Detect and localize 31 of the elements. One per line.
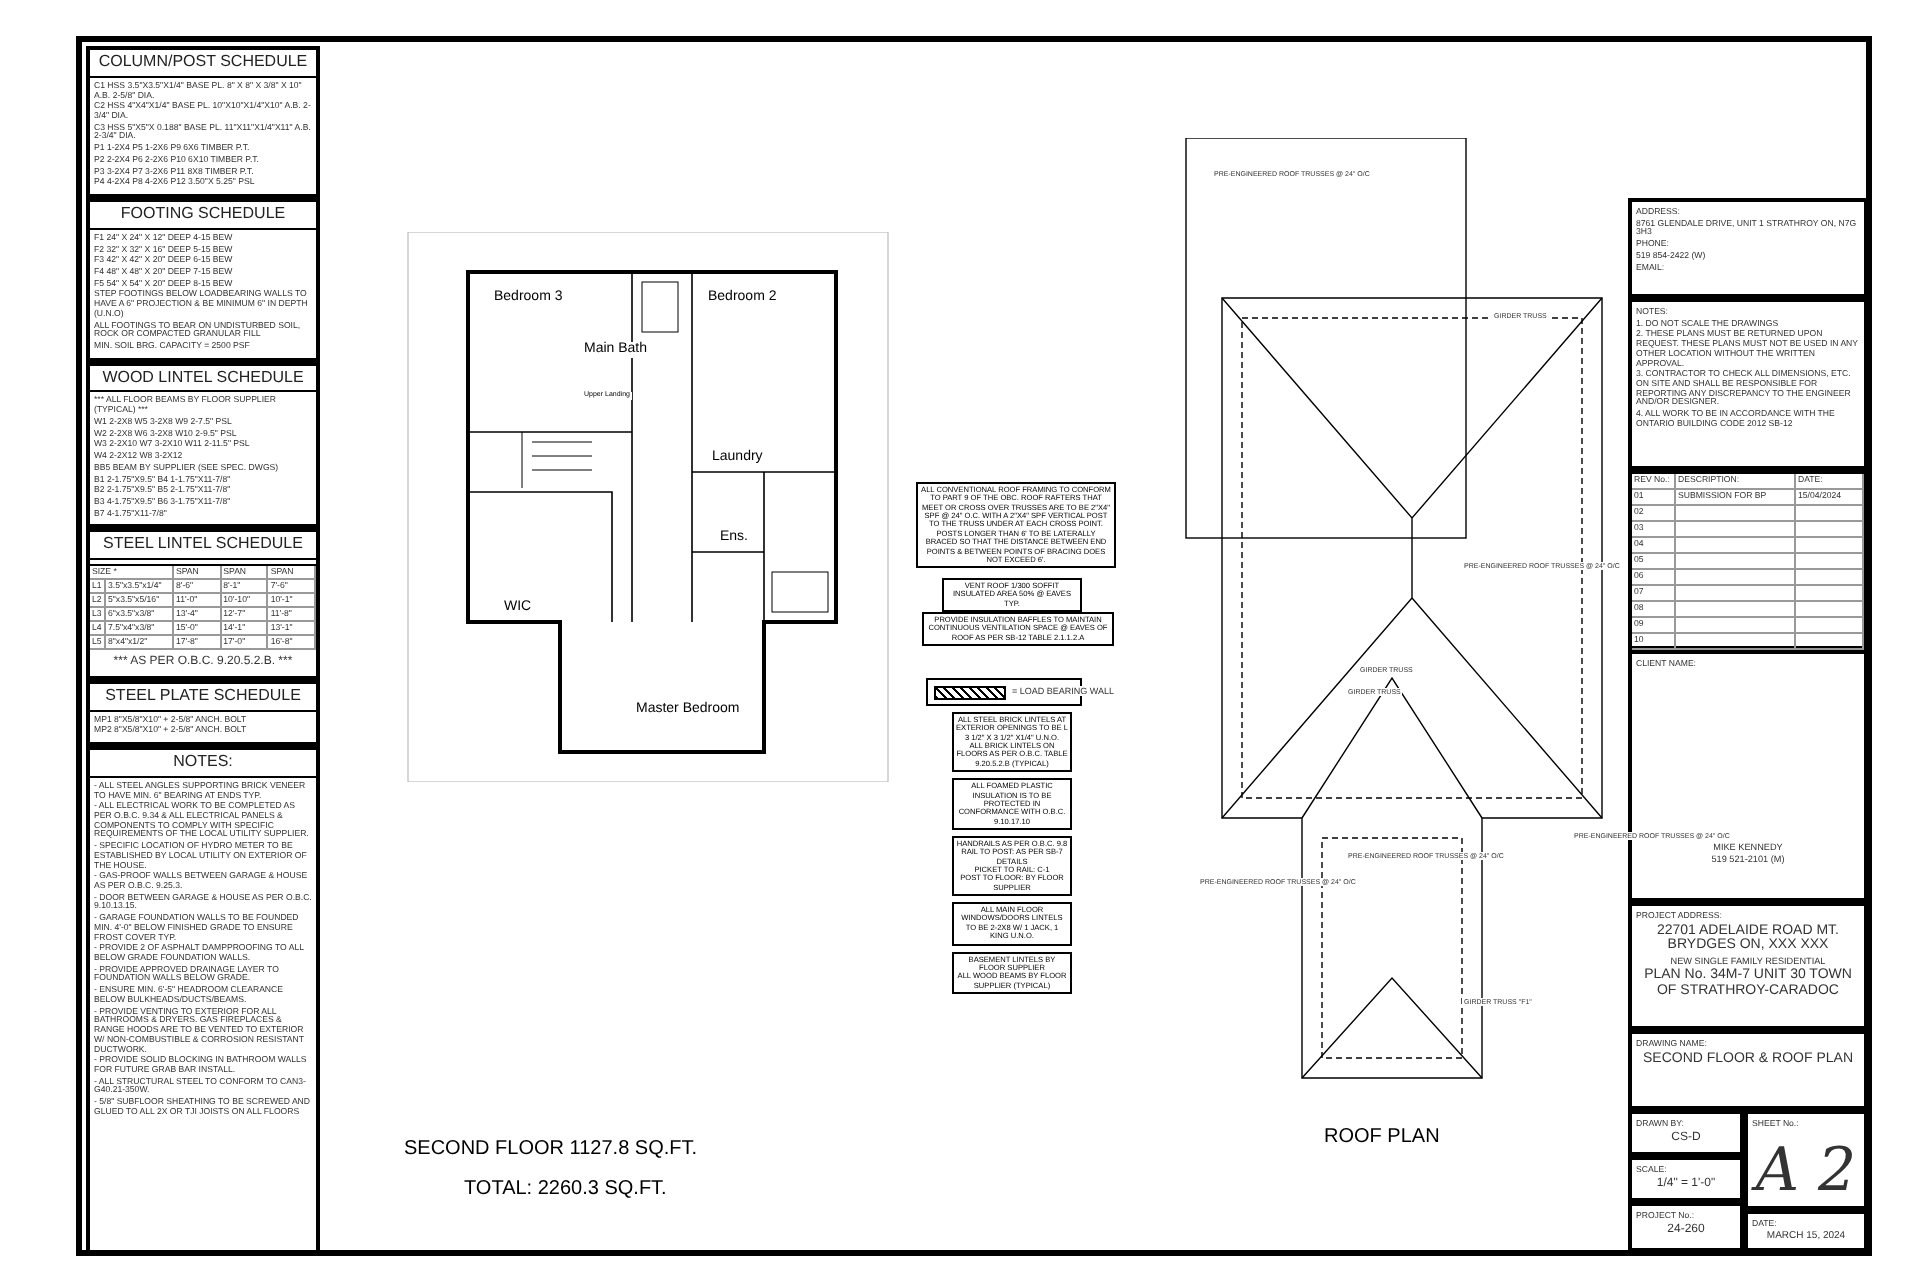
note-box	[952, 902, 1072, 946]
schedule-heading: FOOTING SCHEDULE	[90, 201, 316, 230]
schedule-panel	[86, 746, 320, 1254]
drawing-title: ROOF PLAN	[1322, 1126, 1442, 1148]
title-block-panel	[1628, 298, 1868, 470]
note-box	[952, 951, 1072, 994]
title-block-panel	[1628, 1030, 1868, 1110]
drawing-title: SECOND FLOOR 1127.8 SQ.FT.	[402, 1138, 700, 1160]
title-block-panel	[1628, 1156, 1744, 1202]
schedule-heading: WOOD LINTEL SCHEDULE	[90, 365, 316, 393]
title-block-panel	[1744, 1210, 1868, 1252]
title-block-panel	[1628, 1110, 1744, 1156]
note-box	[952, 712, 1072, 773]
schedule-panel	[86, 528, 320, 680]
schedule-panel	[86, 46, 320, 198]
schedule-heading: STEEL PLATE SCHEDULE	[90, 683, 316, 712]
title-block-panel	[1628, 1202, 1744, 1252]
schedule-heading: STEEL LINTEL SCHEDULE	[90, 532, 316, 561]
note-box	[942, 578, 1082, 613]
title-block-panel	[1744, 1110, 1868, 1210]
field-value: A 2	[1752, 1137, 1859, 1204]
area-total: TOTAL: 2260.3 SQ.FT.	[462, 1178, 669, 1200]
schedule-panel	[86, 361, 320, 529]
schedule-panel	[86, 679, 320, 747]
title-block-panel	[1628, 902, 1868, 1030]
schedule-heading: NOTES:	[90, 750, 316, 778]
title-block-panel	[1628, 470, 1868, 650]
title-block-panel	[1628, 198, 1868, 298]
schedule-panel	[86, 197, 320, 362]
note-box	[952, 835, 1072, 897]
schedule-heading: COLUMN/POST SCHEDULE	[90, 50, 316, 78]
